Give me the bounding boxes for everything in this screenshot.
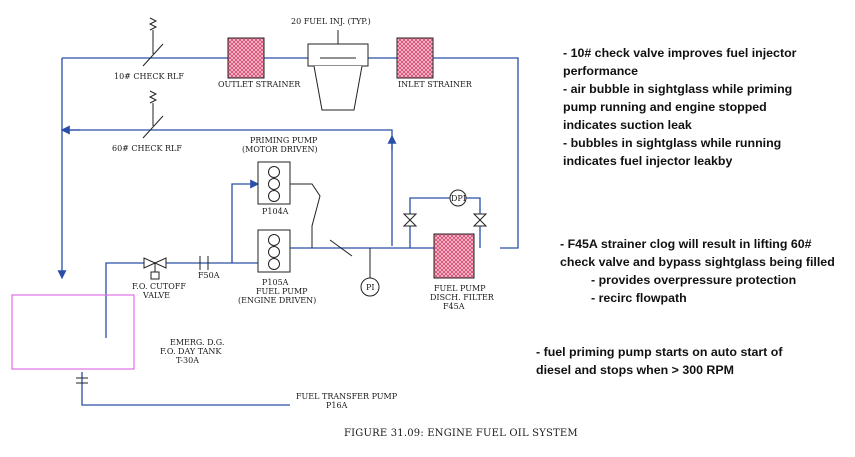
check-60-line (62, 129, 393, 246)
note-line: check valve and bypass sightglass being … (560, 255, 835, 269)
note-line: pump running and engine stopped (563, 100, 767, 114)
label-tank-2: F.O. DAY TANK (160, 347, 222, 356)
label-pi: PI (366, 283, 375, 292)
notes-group-2: - F45A strainer clog will result in lift… (560, 235, 835, 307)
note-line: - air bubble in sightglass while priming (563, 82, 793, 96)
label-fo-cutoff-2: VALVE (142, 291, 170, 300)
label-transfer-1: FUEL TRANSFER PUMP (296, 392, 398, 401)
label-p104a: P104A (262, 207, 289, 216)
note-line: - F45A strainer clog will result in lift… (560, 237, 812, 251)
label-inlet-strainer: INLET STRAINER (398, 80, 473, 89)
label-fuel-inj: 20 FUEL INJ. (TYP.) (291, 17, 371, 26)
note-line: - recirc flowpath (591, 291, 687, 305)
label-check-60: 60# CHECK RLF (112, 144, 182, 153)
transfer-check-valve (76, 377, 88, 384)
note-line: indicates suction leak (563, 118, 692, 132)
day-tank-t30a (11, 294, 135, 370)
label-tank-3: T-30A (176, 356, 199, 365)
label-transfer-2: P16A (326, 401, 348, 410)
note-line: indicates fuel injector leakby (563, 154, 733, 168)
label-p105a: P105A (262, 278, 289, 287)
diagram-labels: 20 FUEL INJ. (TYP.) 10# CHECK RLF OUTLET… (112, 17, 578, 439)
label-f50a: F50A (198, 271, 220, 280)
notes-group-3: - fuel priming pump starts on auto start… (536, 343, 782, 379)
check-10-relief-valve (142, 17, 164, 67)
label-fo-cutoff-1: F.O. CUTOFF (132, 282, 186, 291)
outlet-strainer (227, 37, 265, 79)
f50a-strainer (199, 256, 209, 270)
differential-pressure-indicator (449, 189, 467, 207)
note-line: - provides overpressure protection (591, 273, 797, 287)
label-priming-pump-2: (MOTOR DRIVEN) (242, 145, 318, 154)
label-fuel-pump-2: (ENGINE DRIVEN) (238, 296, 316, 305)
priming-branch (231, 179, 260, 263)
bypass-valve-left (402, 213, 418, 227)
label-filter-2: DISCH. FILTER (430, 293, 495, 302)
note-line: - bubbles in sightglass while running (563, 136, 782, 150)
fo-cutoff-valve (143, 257, 167, 280)
bypass-valve-right (472, 213, 488, 227)
fuel-pump-p105a (257, 229, 291, 273)
priming-discharge-line (290, 183, 321, 248)
note-line: - 10# check valve improves fuel injector (563, 46, 797, 60)
label-fuel-pump-1: FUEL PUMP (256, 287, 308, 296)
check-60-relief-valve (142, 90, 164, 139)
label-dpi: DPI (451, 194, 466, 203)
suction-line (105, 262, 258, 338)
inlet-strainer (396, 37, 434, 79)
transfer-line (81, 372, 290, 406)
label-check-10: 10# CHECK RLF (114, 72, 184, 81)
label-tank-1: EMERG. D.G. (170, 338, 224, 347)
priming-pump-p104a (257, 161, 291, 205)
pressure-indicator (360, 277, 380, 297)
note-line: - fuel priming pump starts on auto start… (536, 345, 783, 359)
label-priming-pump-1: PRIMING PUMP (250, 136, 318, 145)
discharge-check-valve (329, 239, 353, 257)
label-filter-3: F45A (443, 302, 465, 311)
notes-group-1: - 10# check valve improves fuel injector… (563, 44, 796, 170)
figure-caption: FIGURE 31.09: ENGINE FUEL OIL SYSTEM (344, 428, 578, 439)
fuel-injector (307, 30, 369, 111)
fuel-pump-discharge-filter (433, 233, 475, 279)
note-line: performance (563, 64, 639, 78)
label-filter-1: FUEL PUMP (434, 284, 486, 293)
top-line-right (433, 57, 519, 249)
label-outlet-strainer: OUTLET STRAINER (218, 80, 301, 89)
note-line: diesel and stops when > 300 RPM (536, 363, 734, 377)
